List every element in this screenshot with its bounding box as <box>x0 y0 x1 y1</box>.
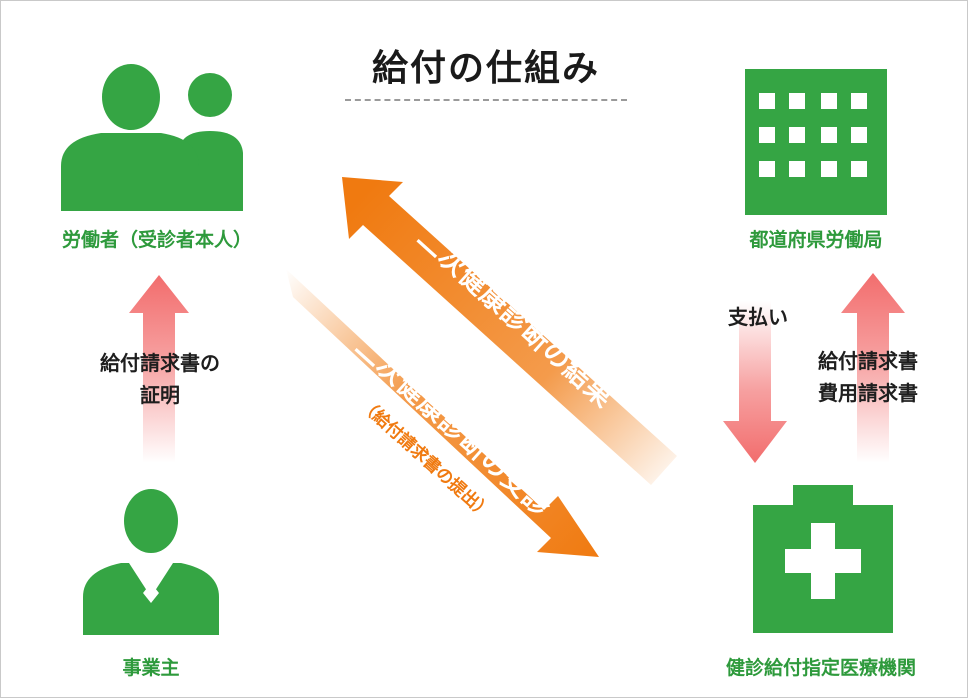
employer-to-worker-arrow <box>129 275 189 463</box>
certification-line-1: 給付請求書の <box>100 351 220 375</box>
payment-arrow <box>723 301 787 463</box>
labour-bureau-label: 都道府県労働局 <box>749 229 883 251</box>
certification-line-2: 証明 <box>140 383 180 407</box>
worker-label: 労働者（受診者本人） <box>61 229 252 251</box>
hospital-icon <box>753 485 893 633</box>
claims-line-2: 費用請求書 <box>818 381 918 405</box>
claims-arrow <box>841 273 905 463</box>
claims-label: 給付請求書 費用請求書 <box>793 345 943 409</box>
certification-label: 給付請求書の 証明 <box>75 347 245 411</box>
medical-institution-label: 健診給付指定医療機関 <box>725 657 916 679</box>
people-icon <box>61 64 243 211</box>
results-arrow <box>342 177 677 485</box>
employer-label: 事業主 <box>122 657 180 679</box>
claims-line-1: 給付請求書 <box>818 349 918 373</box>
title-divider <box>345 99 627 101</box>
diagram-title: 給付の仕組み <box>371 48 600 89</box>
exam-arrow <box>286 269 599 557</box>
person-icon <box>83 489 219 635</box>
payment-label: 支払い <box>728 305 788 329</box>
building-icon <box>745 69 887 215</box>
